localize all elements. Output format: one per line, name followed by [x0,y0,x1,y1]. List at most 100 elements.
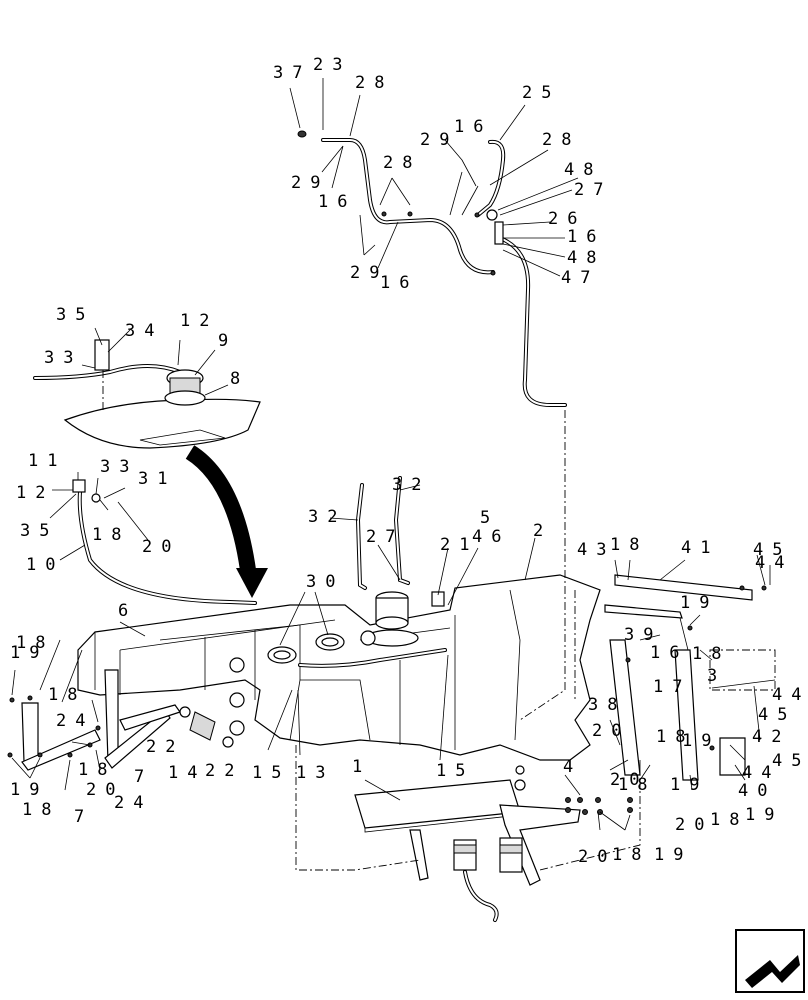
fuel-line-assembly [289,78,579,407]
callout-c25: 25 [522,83,560,103]
callout-c28c: 28 [383,153,421,173]
callout-c27b: 27 [366,527,404,547]
callout-c33b: 33 [100,457,138,477]
callout-c20b: 20 [592,721,630,741]
callout-c22a: 22 [146,737,184,757]
callout-c44b: 44 [772,685,808,705]
callout-c46: 46 [472,527,510,547]
callout-c18f: 18 [710,810,748,830]
callout-c7a: 7 [134,767,153,787]
callout-c20e: 20 [578,847,616,867]
callout-c45a: 45 [753,540,791,560]
callout-c8: 8 [230,369,249,389]
callout-c30: 30 [306,572,344,592]
callout-c34: 34 [125,321,163,341]
callout-c19b: 19 [682,731,720,751]
callout-c1: 1 [352,757,371,777]
callout-c3: 3 [707,666,726,686]
callout-c29a: 29 [291,173,329,193]
callout-c47: 47 [561,268,599,288]
callout-c28b: 28 [542,130,580,150]
callout-c15a: 15 [436,761,474,781]
callout-c16c: 16 [567,227,605,247]
callout-c38: 38 [588,695,626,715]
callout-c16b: 16 [454,117,492,137]
callout-c39: 39 [624,625,662,645]
callout-c28a: 28 [355,73,393,93]
callout-c12b: 12 [16,483,54,503]
callout-c22b: 22 [205,761,243,781]
callout-c48a: 48 [564,160,602,180]
callout-c48b: 48 [567,248,605,268]
callout-c16a: 16 [318,192,356,212]
callout-c31: 31 [138,469,176,489]
callout-c18d: 18 [656,727,694,747]
callout-c18e: 18 [618,775,656,795]
callout-c41: 41 [681,538,719,558]
drain-line [49,472,257,605]
callout-c18k: 18 [48,685,86,705]
callout-c18h: 18 [16,633,54,653]
front-direction-arrow-icon [735,929,805,993]
callout-c29c: 29 [350,263,388,283]
callout-c18b: 18 [610,535,648,555]
callout-c29b: 29 [420,130,458,150]
callout-c9: 9 [218,331,237,351]
callout-c19f: 19 [10,643,48,663]
callout-c42: 42 [752,727,790,747]
callout-c35a: 35 [56,305,94,325]
callout-c16d: 16 [380,273,418,293]
callout-c20c: 20 [610,770,648,790]
callout-c19e: 19 [654,845,692,865]
left-straps [7,639,234,791]
callout-c18i: 18 [78,760,116,780]
callout-c24b: 24 [56,711,94,731]
callout-c45b: 45 [758,705,796,725]
callout-c18g: 18 [612,845,650,865]
right-support-frame [574,554,776,791]
callout-c44a: 44 [755,553,793,573]
callout-c13: 13 [296,763,334,783]
callout-c20a: 20 [142,537,180,557]
callout-c19g: 19 [10,780,48,800]
callout-c17: 17 [653,677,691,697]
callout-c5: 5 [480,508,499,528]
callout-c10: 10 [26,555,64,575]
callout-c32b: 32 [392,475,430,495]
callout-c7b: 7 [74,807,93,827]
callout-c37a: 37 [273,63,311,83]
callout-c18c: 18 [692,644,730,664]
callout-c24: 24 [114,793,152,813]
callout-c32a: 32 [308,507,346,527]
callout-c19c: 19 [670,775,708,795]
fuel-tank [77,476,601,761]
callout-c45c: 45 [772,751,808,771]
callout-c20f: 20 [86,780,124,800]
callout-c40: 40 [738,781,776,801]
callout-c26: 26 [548,209,586,229]
callout-c14: 14 [168,763,206,783]
callout-c27a: 27 [574,180,612,200]
callout-c33a: 33 [44,348,82,368]
callout-c12a: 12 [180,311,218,331]
callout-c15b: 15 [252,763,290,783]
callout-c23a: 23 [313,55,351,75]
callout-c21: 21 [440,535,478,555]
filter-mounting-shelf [295,410,641,922]
callout-c18a: 18 [92,525,130,545]
callout-c2: 2 [533,521,552,541]
callout-c19a: 19 [680,593,718,613]
callout-c16e: 16 [650,643,688,663]
callout-c18j: 18 [22,800,60,820]
callout-c6: 6 [118,601,137,621]
callout-c44c: 44 [742,763,780,783]
callout-c43: 43 [577,540,615,560]
callout-c35b: 35 [20,521,58,541]
filler-neck-detail [33,327,268,598]
callout-c19d: 19 [745,805,783,825]
callout-c20d: 20 [675,815,713,835]
callout-c4: 4 [563,757,582,777]
callout-c11: 11 [28,451,66,471]
